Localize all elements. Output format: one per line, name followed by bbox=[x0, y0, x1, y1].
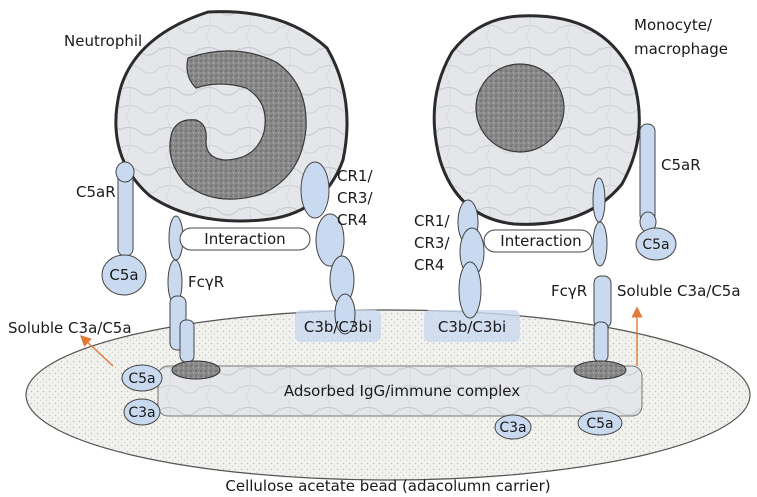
bead-c3a-left-label: C3a bbox=[128, 405, 155, 421]
bead-c5a-left bbox=[121, 364, 163, 392]
soluble-label-left: Soluble C3a/C5a bbox=[8, 319, 132, 337]
bead-c3a-bottom-label: C3a bbox=[499, 420, 526, 436]
c5ar-label-right: C5aR bbox=[661, 156, 701, 174]
c5a-label-right: C5a bbox=[642, 237, 669, 253]
fcgr-label-right: FcγR bbox=[551, 282, 587, 300]
cr-label-left-2: CR3/ bbox=[337, 189, 373, 207]
bead-c3a-left bbox=[123, 398, 161, 426]
interaction-box-left bbox=[179, 227, 311, 251]
caption: Cellulose acetate bead (adacolumn carrie… bbox=[225, 477, 550, 495]
interaction-label-left: Interaction bbox=[204, 230, 285, 248]
cr-label-right-1: CR1/ bbox=[414, 212, 450, 230]
igg-anchor-right bbox=[573, 360, 627, 380]
cr-receptor-right bbox=[457, 199, 485, 319]
c5ar-label-left: C5aR bbox=[76, 183, 116, 201]
c5a-label-left: C5a bbox=[109, 266, 138, 284]
soluble-arrow-left bbox=[79, 335, 114, 367]
adsorbed-label: Adsorbed IgG/immune complex bbox=[284, 382, 520, 400]
neutrophil-nucleus bbox=[169, 50, 307, 200]
c3b-highlight-right bbox=[424, 310, 520, 342]
c3b-label-right: C3b/C3bi bbox=[438, 318, 506, 336]
interaction-label-right: Interaction bbox=[500, 232, 581, 250]
bead-c3a-bottom bbox=[494, 414, 532, 440]
c5a-ligand-right bbox=[635, 227, 677, 261]
interaction-box-right bbox=[483, 229, 593, 253]
cr-label-left-3: CR4 bbox=[337, 211, 367, 229]
adsorbed-complex-layer bbox=[157, 365, 643, 417]
c5ar-receptor-left-head bbox=[115, 161, 135, 183]
igg-anchor-left bbox=[171, 360, 221, 380]
c3b-label-left: C3b/C3bi bbox=[304, 318, 372, 336]
c5a-ligand-left bbox=[101, 254, 147, 296]
cr-receptor-left bbox=[300, 161, 356, 335]
cr-label-right-2: CR3/ bbox=[414, 234, 450, 252]
monocyte-label-line2: macrophage bbox=[634, 40, 728, 58]
bead-c5a-bottom bbox=[577, 410, 623, 436]
cr-label-left-1: CR1/ bbox=[337, 167, 373, 185]
neutrophil-label: Neutrophil bbox=[64, 32, 142, 50]
monocyte-nucleus bbox=[475, 63, 565, 153]
fcgr-receptor-right bbox=[592, 177, 612, 363]
bead-c5a-left-label: C5a bbox=[128, 371, 155, 387]
c5ar-receptor-right bbox=[639, 123, 656, 223]
cr-label-right-3: CR4 bbox=[414, 256, 444, 274]
monocyte-label-line1: Monocyte/ bbox=[634, 16, 713, 34]
soluble-label-right: Soluble C3a/C5a bbox=[617, 282, 741, 300]
fcgr-label-left: FcγR bbox=[188, 273, 224, 291]
bead-c5a-bottom-label: C5a bbox=[586, 416, 613, 432]
fcgr-receptor-left bbox=[167, 215, 195, 363]
